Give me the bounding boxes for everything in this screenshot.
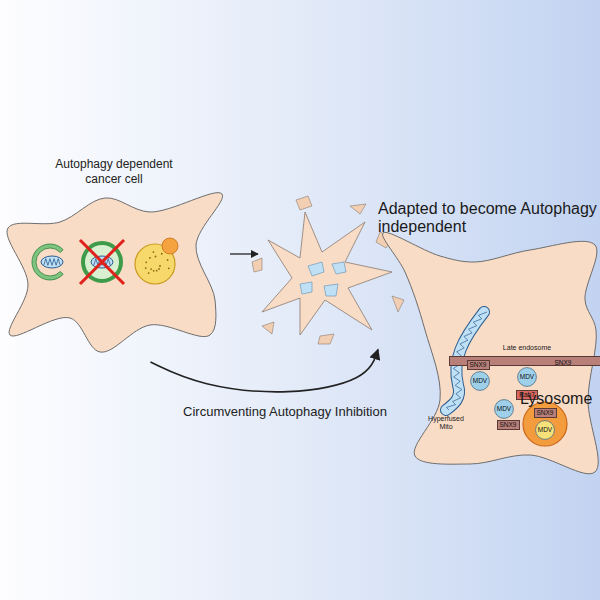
- step-arrow: [230, 253, 258, 254]
- process-arrow: [150, 349, 378, 391]
- mito-fragment: [308, 262, 324, 276]
- vesicle-membrane: [518, 368, 537, 387]
- vesicle-circle: MDV: [470, 371, 490, 391]
- mitochondrion: [41, 256, 63, 268]
- lysosome-fusing: [162, 238, 178, 254]
- mito-fragment: [300, 282, 312, 294]
- block-cross: [80, 240, 124, 284]
- adapted-cell: SNX9MDVSNX9MDVRab7MDVSNX9MDVLysosomeSNX9…: [378, 200, 600, 482]
- cell-fragment: [262, 322, 274, 334]
- vesicle-circle: MDV: [535, 420, 555, 440]
- fragmented-cell-body: [262, 212, 392, 335]
- vesicle-circle: MDV: [494, 399, 514, 419]
- content-dot: [148, 272, 150, 274]
- organelle-label: Hyperfused Mito: [425, 415, 467, 431]
- node-text: SNX9: [537, 410, 554, 417]
- protein-box: SNX9: [497, 420, 520, 430]
- content-dot: [145, 261, 147, 263]
- cancer-cell: Autophagy dependent cancer cell: [0, 152, 228, 362]
- content-dot: [145, 267, 147, 269]
- node-text: MDV: [538, 427, 552, 434]
- organelle-label: Lysosome: [520, 390, 576, 408]
- mito-fragment: [324, 284, 338, 296]
- cell-fragment: [350, 204, 366, 214]
- node-text: MDV: [520, 374, 534, 381]
- content-dot: [158, 268, 160, 270]
- content-dot: [153, 270, 155, 272]
- cell-heading: Autophagy dependent cancer cell: [48, 157, 180, 187]
- content-dot: [153, 251, 155, 253]
- node-text: SNX9: [470, 362, 487, 369]
- lysosome-membrane: [523, 402, 567, 446]
- lysosome-circle: SNX9MDV Lysosome: [520, 390, 576, 448]
- content-dot: [155, 256, 157, 258]
- arrow-label: Circumventing Autophagy Inhibition: [183, 404, 387, 420]
- content-dot: [159, 265, 161, 267]
- vesicle-membrane: [495, 400, 514, 419]
- node-text: SNX9: [522, 360, 600, 367]
- vesicle-circle: MDV: [517, 367, 537, 387]
- node-text: MDV: [497, 406, 511, 413]
- protein-box: SNX9: [534, 408, 557, 418]
- vesicle-membrane: [471, 372, 490, 391]
- cristae: [44, 259, 61, 266]
- content-dot: [167, 259, 169, 261]
- cell-fragment: [252, 258, 262, 272]
- cell-fragment: [392, 296, 404, 312]
- content-dot: [150, 268, 152, 270]
- organelle-label: Late endosome: [492, 344, 562, 352]
- node-text: SNX9: [500, 422, 517, 429]
- mito-fragment: [332, 262, 346, 274]
- phagophore: [32, 244, 63, 280]
- cell-outline: [383, 232, 599, 473]
- vesicle-membrane: [536, 421, 555, 440]
- content-dot: [161, 253, 163, 255]
- content-dot: [168, 267, 170, 269]
- cell-heading: Adapted to become Autophagy independent: [378, 200, 600, 236]
- protein-box: SNX9: [467, 360, 490, 370]
- cell-outline: [7, 193, 223, 353]
- cell-shape: [378, 200, 600, 482]
- content-dot: [156, 270, 158, 272]
- node-text: MDV: [473, 378, 487, 385]
- cell-fragment: [296, 196, 312, 210]
- content-dot: [149, 257, 151, 259]
- cell-fragment: [318, 334, 334, 344]
